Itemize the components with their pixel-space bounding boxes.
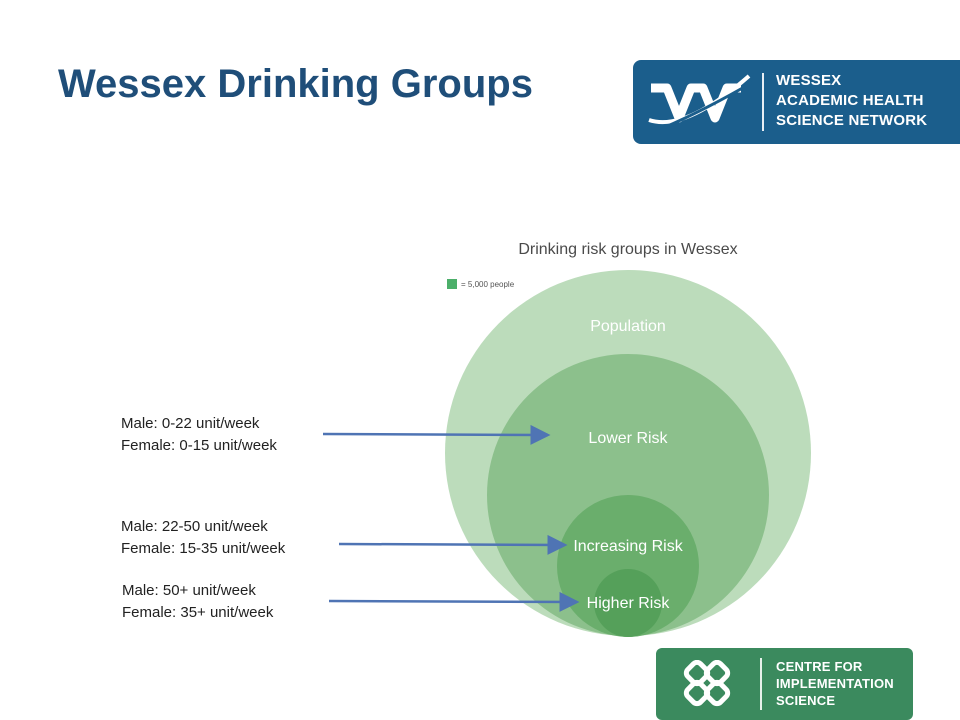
annotation-male: Male: 22-50 unit/week xyxy=(121,518,268,535)
annotation-higher-risk: Male: 50+ unit/week Female: 35+ unit/wee… xyxy=(122,580,273,624)
wessex-logo-line: WESSEX xyxy=(776,72,842,89)
label-population: Population xyxy=(590,318,666,335)
diagram-title: Drinking risk groups in Wessex xyxy=(518,241,738,258)
wessex-wave-icon xyxy=(648,74,754,130)
cis-logo-line: SCIENCE xyxy=(776,693,836,708)
wessex-logo-text: WESSEX ACADEMIC HEALTH SCIENCE NETWORK xyxy=(776,71,927,131)
legend: = 5,000 people xyxy=(447,279,514,289)
annotation-increasing-risk: Male: 22-50 unit/week Female: 15-35 unit… xyxy=(121,516,285,560)
annotation-female: Female: 15-35 unit/week xyxy=(121,540,286,557)
cis-logo-line: IMPLEMENTATION xyxy=(776,676,894,691)
page-title: Wessex Drinking Groups xyxy=(58,62,533,106)
wessex-logo-line: ACADEMIC HEALTH xyxy=(776,92,924,109)
legend-swatch xyxy=(447,279,457,289)
cis-logo-line: CENTRE FOR xyxy=(776,659,863,674)
cis-logo: CENTRE FOR IMPLEMENTATION SCIENCE xyxy=(656,648,913,720)
annotation-female: Female: 0-15 unit/week xyxy=(121,437,277,454)
annotation-lower-risk: Male: 0-22 unit/week Female: 0-15 unit/w… xyxy=(121,413,277,457)
legend-text: = 5,000 people xyxy=(461,279,515,289)
label-lower-risk: Lower Risk xyxy=(588,430,668,447)
logo-divider xyxy=(762,73,764,131)
wessex-ahsn-logo: WESSEX ACADEMIC HEALTH SCIENCE NETWORK xyxy=(633,60,960,144)
annotation-female: Female: 35+ unit/week xyxy=(122,604,274,621)
annotation-male: Male: 0-22 unit/week xyxy=(121,415,260,432)
label-higher-risk: Higher Risk xyxy=(586,595,670,612)
circle-higher-risk xyxy=(594,569,662,637)
interlocking-links-icon xyxy=(683,660,731,707)
circle-increasing-risk xyxy=(557,495,699,637)
label-increasing-risk: Increasing Risk xyxy=(573,538,683,555)
cis-logo-text: CENTRE FOR IMPLEMENTATION SCIENCE xyxy=(776,658,894,709)
annotation-male: Male: 50+ unit/week xyxy=(122,582,256,599)
logo-divider xyxy=(760,658,762,710)
wessex-logo-line: SCIENCE NETWORK xyxy=(776,112,928,129)
